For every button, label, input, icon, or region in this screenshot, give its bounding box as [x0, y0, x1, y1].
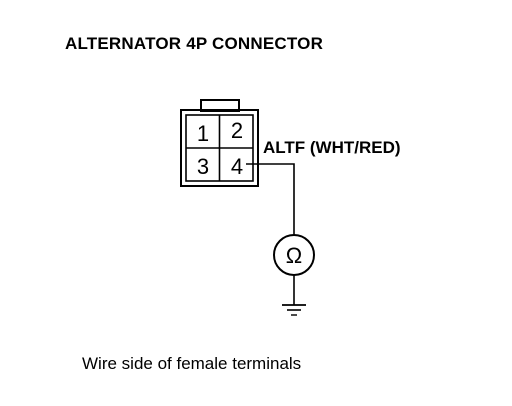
diagram-title: ALTERNATOR 4P CONNECTOR: [65, 34, 324, 53]
ohm-symbol: Ω: [286, 243, 302, 268]
connector-4p: 1 2 3 4: [180, 99, 259, 187]
ohmmeter-icon: Ω: [273, 234, 315, 276]
ground-icon: [282, 304, 306, 316]
terminal-2: 2: [231, 118, 243, 143]
probe-wire: [246, 163, 295, 235]
terminal-1: 1: [197, 121, 209, 146]
connector-housing: [180, 109, 259, 187]
diagram-caption: Wire side of female terminals: [82, 354, 302, 373]
terminal-4: 4: [231, 154, 243, 179]
terminal-3: 3: [197, 154, 209, 179]
wire-label: ALTF (WHT/RED): [263, 138, 401, 157]
